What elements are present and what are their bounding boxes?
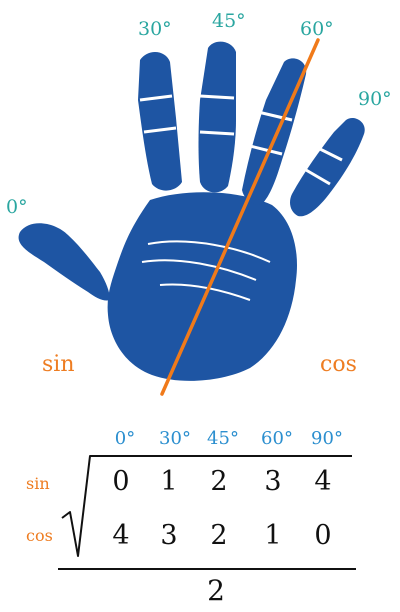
angle-label-60: 60° [300,18,334,40]
sin-label: sin [42,352,75,377]
header-60: 60° [261,428,293,449]
thumb [18,223,111,301]
cos-cell-45: 2 [210,520,228,551]
sin-cell-90: 4 [314,466,332,497]
sin-cell-60: 3 [264,466,282,497]
finger-ring [242,58,307,205]
angle-label-30: 30° [138,18,172,40]
finger-little [290,117,365,217]
finger-index [138,51,182,191]
finger-creases [139,94,343,186]
header-30: 30° [159,428,191,449]
hand-illustration [18,38,365,396]
row-label-sin: sin [26,474,50,493]
header-0: 0° [114,428,136,449]
sin-cell-0: 0 [112,466,130,497]
radical-sign [61,455,352,557]
row-label-cos: cos [26,526,53,545]
cos-label: cos [320,352,357,377]
angle-label-90: 90° [358,88,392,110]
sin-cell-45: 2 [210,466,228,497]
cos-cell-0: 4 [112,520,130,551]
denominator: 2 [207,574,225,607]
cos-cell-90: 0 [314,520,332,551]
header-45: 45° [207,428,239,449]
cos-cell-60: 1 [264,520,282,551]
header-90: 90° [311,428,343,449]
sin-cos-divider-line [160,38,320,396]
finger-middle [198,41,236,193]
angle-label-0: 0° [6,196,28,218]
sin-cell-30: 1 [160,466,178,497]
angle-label-45: 45° [212,10,246,32]
cos-cell-30: 3 [160,520,178,551]
